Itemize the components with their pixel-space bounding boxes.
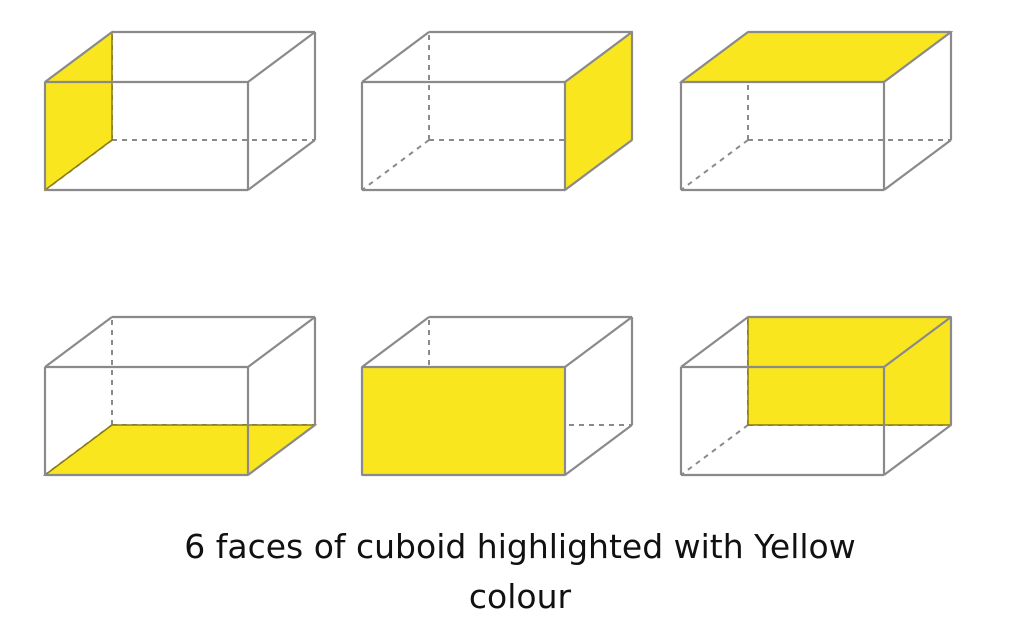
hidden-edge xyxy=(680,424,749,476)
cuboid-left xyxy=(43,30,317,192)
edge xyxy=(44,31,113,83)
cuboid-diagram xyxy=(42,30,954,477)
cuboid-back xyxy=(679,315,953,477)
edge xyxy=(247,424,316,476)
edge xyxy=(247,139,316,191)
hidden-edge xyxy=(680,139,749,191)
highlighted-face-top xyxy=(678,31,954,83)
edge xyxy=(44,316,113,368)
highlighted-face-bottom xyxy=(42,424,318,476)
cuboid-top xyxy=(678,30,954,192)
edge xyxy=(361,316,430,368)
edge xyxy=(361,31,430,83)
edge xyxy=(883,31,952,83)
edge xyxy=(247,316,316,368)
edge xyxy=(680,31,749,83)
edge xyxy=(883,316,952,368)
highlighted-face-front xyxy=(361,366,566,476)
cuboid-bottom xyxy=(42,315,318,477)
caption-line-1: 6 faces of cuboid highlighted with Yello… xyxy=(184,527,856,566)
cuboid-right xyxy=(360,30,634,192)
edge xyxy=(680,316,749,368)
edge xyxy=(247,31,316,83)
highlighted-face-back xyxy=(747,316,952,426)
edge xyxy=(564,316,633,368)
edge xyxy=(564,139,633,191)
caption-line-2: colour xyxy=(468,577,572,616)
cuboid-front xyxy=(360,315,634,477)
edge xyxy=(883,139,952,191)
edge xyxy=(564,424,633,476)
edge xyxy=(564,31,633,83)
edge xyxy=(883,424,952,476)
hidden-edge xyxy=(361,139,430,191)
